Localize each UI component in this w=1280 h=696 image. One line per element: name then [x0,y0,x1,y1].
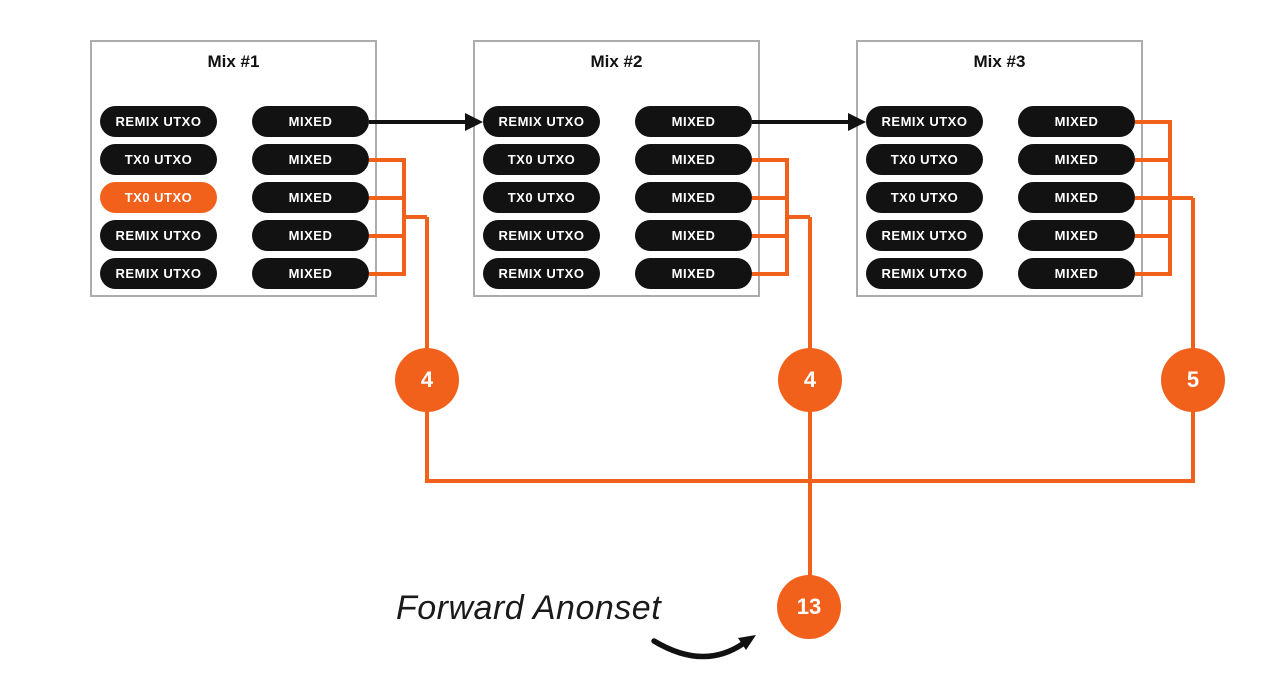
input-pill: TX0 UTXO [483,182,600,213]
mix-box-1: Mix #1 REMIX UTXO TX0 UTXO TX0 UTXO REMI… [90,40,377,297]
anonset-badge-mix3: 5 [1161,348,1225,412]
input-pill: TX0 UTXO [866,182,983,213]
input-pill: REMIX UTXO [483,258,600,289]
output-pill: MIXED [1018,106,1135,137]
arrowhead-mix1-to-mix2 [465,113,483,131]
mix2-output-bracket [752,158,812,352]
mix-box-2: Mix #2 REMIX UTXO TX0 UTXO TX0 UTXO REMI… [473,40,760,297]
output-pill: MIXED [252,144,369,175]
input-pill: REMIX UTXO [866,106,983,137]
mix-title: Mix #2 [590,52,643,71]
output-pill: MIXED [635,220,752,251]
anonset-badge-mix1: 4 [395,348,459,412]
forward-anonset-arrow [651,638,747,660]
output-pill: MIXED [252,106,369,137]
output-pill: MIXED [1018,182,1135,213]
mix-box-3: Mix #3 REMIX UTXO TX0 UTXO TX0 UTXO REMI… [856,40,1143,297]
input-pill-highlighted: TX0 UTXO [100,182,217,213]
input-pill: REMIX UTXO [100,106,217,137]
input-pill: TX0 UTXO [100,144,217,175]
output-pill: MIXED [635,258,752,289]
output-pill: MIXED [635,106,752,137]
forward-anonset-arrowhead [738,635,756,650]
anonset-badge-total: 13 [777,575,841,639]
output-pill: MIXED [1018,220,1135,251]
anonset-badge-mix2: 4 [778,348,842,412]
input-pill: TX0 UTXO [866,144,983,175]
input-pill: REMIX UTXO [483,106,600,137]
input-pill: TX0 UTXO [483,144,600,175]
input-pill: REMIX UTXO [866,258,983,289]
input-pill: REMIX UTXO [866,220,983,251]
input-pill: REMIX UTXO [100,220,217,251]
mix-title: Mix #1 [207,52,260,71]
output-pill: MIXED [252,258,369,289]
output-pill: MIXED [252,182,369,213]
arrowhead-mix2-to-mix3 [848,113,866,131]
mix-title: Mix #3 [973,52,1026,71]
output-pill: MIXED [1018,258,1135,289]
mix3-output-bracket [1135,120,1195,352]
input-pill: REMIX UTXO [483,220,600,251]
forward-anonset-label: Forward Anonset [396,589,662,627]
output-pill: MIXED [252,220,369,251]
mix1-output-bracket [369,158,429,352]
input-pill: REMIX UTXO [100,258,217,289]
output-pill: MIXED [635,144,752,175]
output-pill: MIXED [635,182,752,213]
output-pill: MIXED [1018,144,1135,175]
